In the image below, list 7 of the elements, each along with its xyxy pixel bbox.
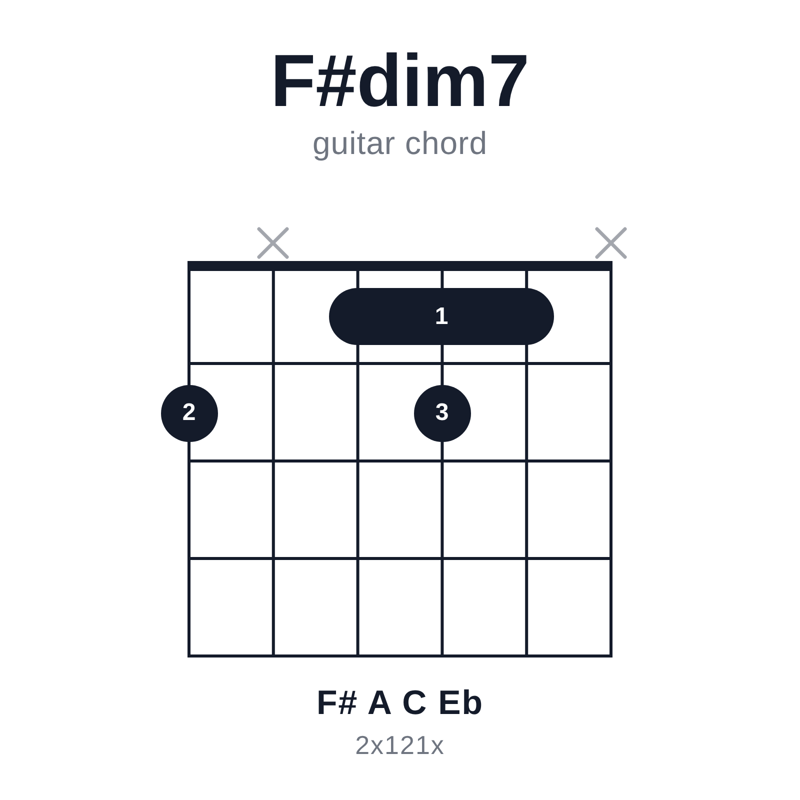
chord-note-names: F# A C Eb: [316, 684, 484, 724]
finger-number: 2: [182, 401, 196, 425]
finger-number: 3: [435, 401, 449, 425]
chord-title: F#dim7: [270, 38, 530, 124]
chord-subtitle: guitar chord: [312, 125, 488, 162]
finger-number: 1: [434, 304, 448, 328]
fingering-code: 2x121x: [355, 731, 445, 761]
